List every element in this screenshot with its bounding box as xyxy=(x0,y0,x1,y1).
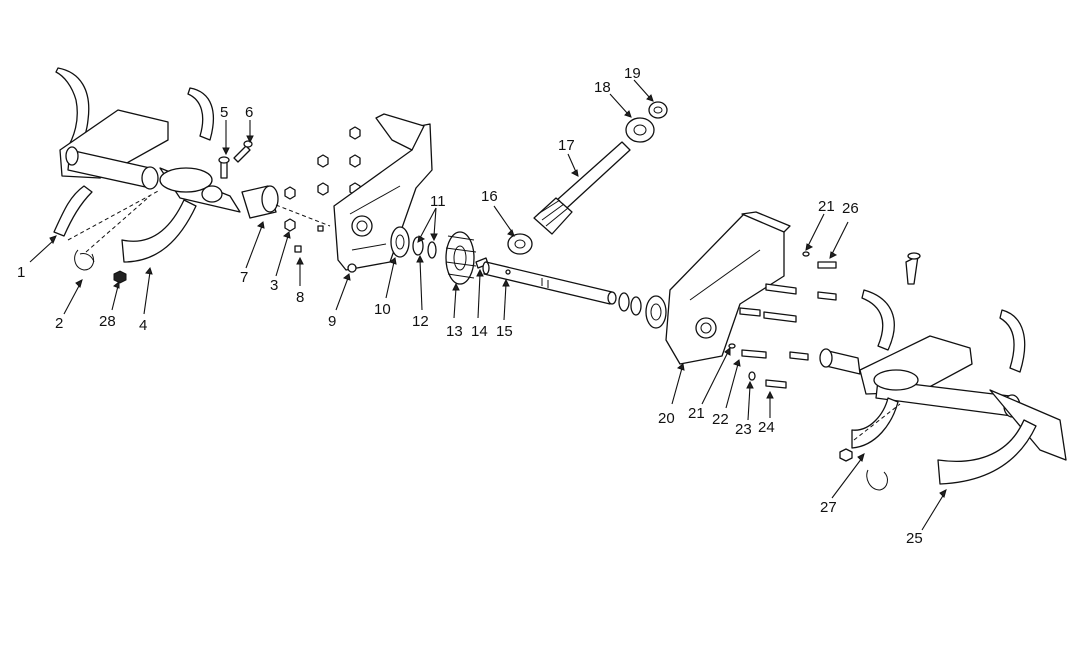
bolt-hardware-5-6 xyxy=(218,140,253,179)
callout-3: 3 xyxy=(270,277,278,294)
callout-labels: 1 2 28 4 5 6 7 3 8 9 10 11 12 13 14 15 1… xyxy=(17,65,923,547)
gearbox-half-20 xyxy=(665,211,791,365)
leader-lines xyxy=(29,79,947,531)
bolt-hardware-21-26 xyxy=(728,251,921,389)
callout-17: 17 xyxy=(558,137,575,154)
callout-16: 16 xyxy=(481,188,498,205)
callout-12: 12 xyxy=(412,313,429,330)
gear-stack-10-14 xyxy=(390,226,489,285)
callout-11: 11 xyxy=(430,193,446,210)
axle-bearing-washers xyxy=(618,292,667,329)
callout-14: 14 xyxy=(471,323,488,340)
callout-26: 26 xyxy=(842,200,859,217)
spacer-sleeve-7 xyxy=(241,185,331,227)
callout-6: 6 xyxy=(245,104,253,121)
callout-19: 19 xyxy=(624,65,641,82)
callout-18: 18 xyxy=(594,79,611,96)
callout-10: 10 xyxy=(374,301,391,318)
callout-28: 28 xyxy=(99,313,116,330)
callout-25: 25 xyxy=(906,530,923,547)
callout-15: 15 xyxy=(496,323,513,340)
worm-shaft-17 xyxy=(507,101,668,255)
callout-5: 5 xyxy=(220,104,228,121)
callout-21-lower: 21 xyxy=(688,405,705,422)
callout-20: 20 xyxy=(658,410,675,427)
callout-8: 8 xyxy=(296,289,304,306)
right-outer-tine-assembly xyxy=(819,289,1067,491)
callout-24: 24 xyxy=(758,419,775,436)
callout-7: 7 xyxy=(240,269,248,286)
callout-22: 22 xyxy=(712,411,729,428)
callout-21-upper: 21 xyxy=(818,198,835,215)
callout-2: 2 xyxy=(55,315,63,332)
left-outer-tine-assembly xyxy=(53,67,241,284)
callout-23: 23 xyxy=(735,421,752,438)
callout-4: 4 xyxy=(139,317,147,334)
callout-27: 27 xyxy=(820,499,837,516)
nut-hardware-3-8 xyxy=(284,126,361,253)
callout-9: 9 xyxy=(328,313,336,330)
callout-13: 13 xyxy=(446,323,463,340)
gearbox-half-9 xyxy=(333,113,433,273)
callout-1: 1 xyxy=(17,264,25,281)
axle-shaft-15 xyxy=(482,261,617,305)
